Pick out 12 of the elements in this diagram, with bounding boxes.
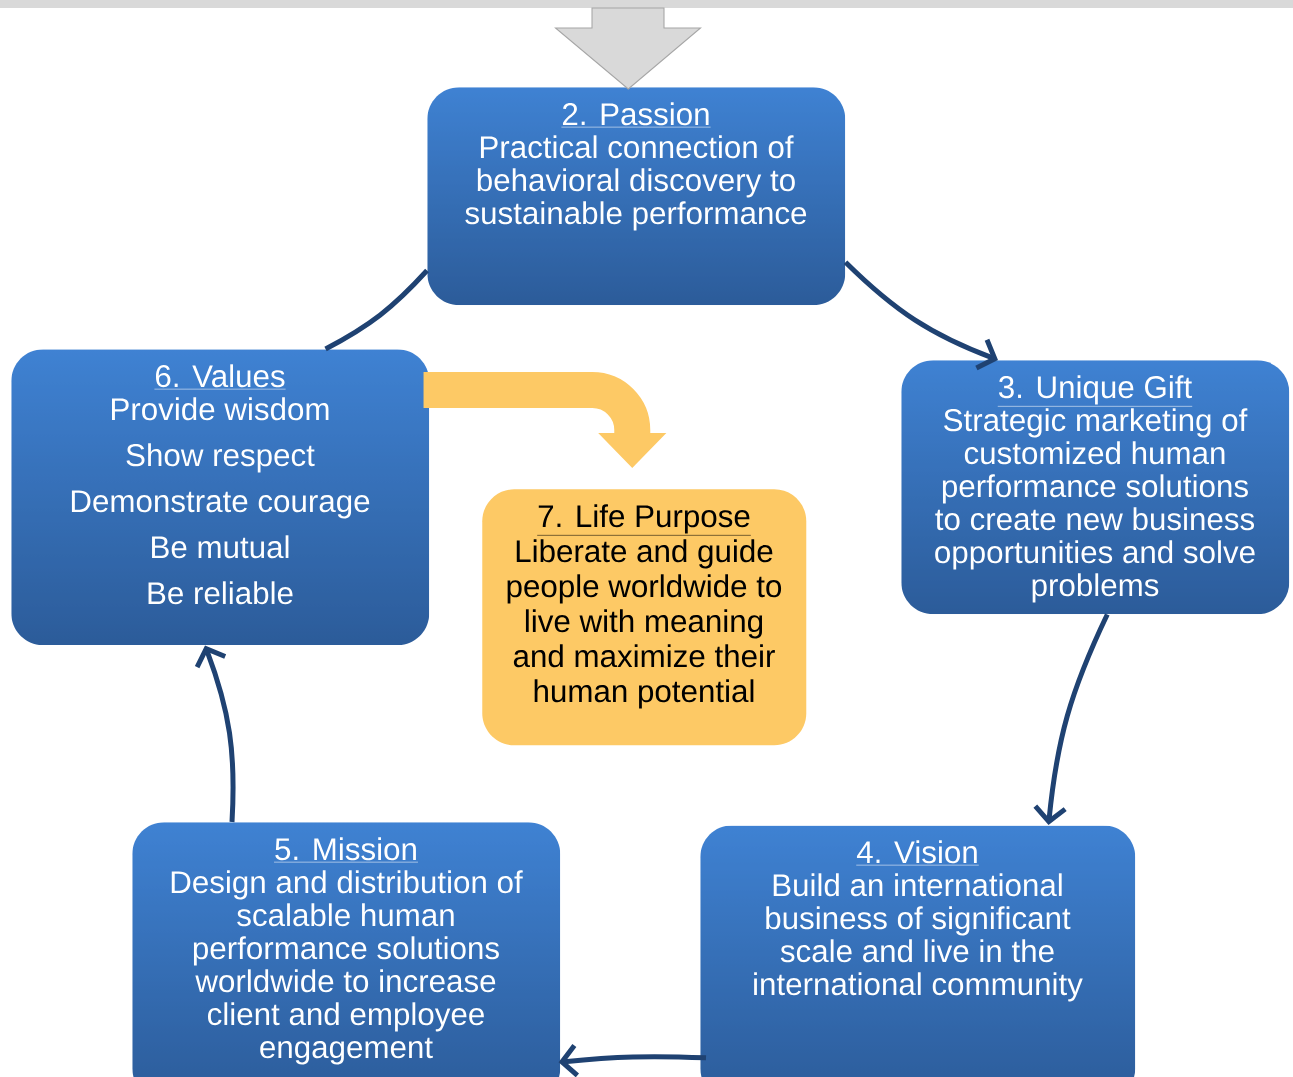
connector-line (324, 268, 429, 352)
process-box: 4. Vision Build an international business of significant scale and live in the international community (754, 840, 1083, 1002)
process-box: 6. Values Provide wisdom Show respect Demonstrate courage Be mutual Be reliable (71, 364, 370, 605)
arrow (194, 645, 236, 823)
process-box: 5. Mission Design and distribution of scalable human performance solutions worldwide to increase client and employee engagement (171, 837, 523, 1065)
process-box: 2. Passion Practical connection of behavioral discovery to sustainable performance (465, 102, 807, 231)
process-box: 3. Unique Gift Strategic marketing of customized human performance solutions to create new business opportunities and solve problems (935, 375, 1255, 603)
block-arrow (554, 7, 702, 90)
arrow (558, 1044, 707, 1077)
process-box: 7. Life Purpose Liberate and guide people worldwide to live with meaning and maximize their human potential (482, 489, 807, 746)
arrow (1033, 613, 1110, 825)
arrow (843, 260, 998, 371)
